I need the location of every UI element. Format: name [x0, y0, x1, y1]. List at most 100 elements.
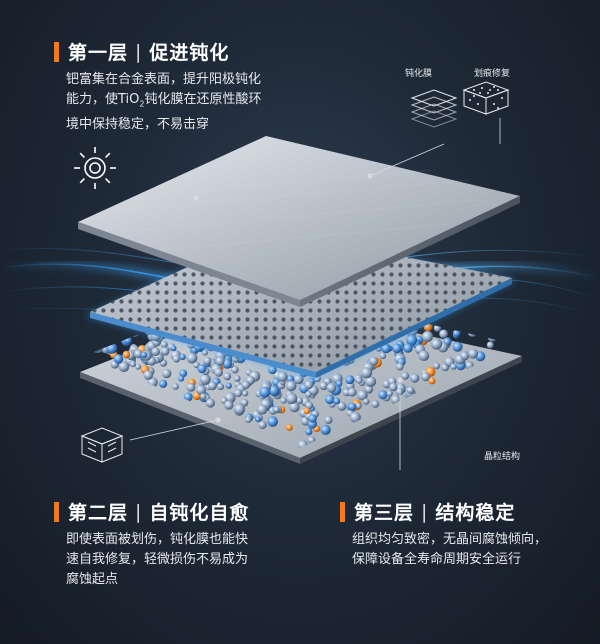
grain-sphere [202, 349, 208, 356]
grain-sphere [277, 371, 288, 382]
grain-sphere [304, 380, 314, 390]
layer3-heading: 第三层 | 结构稳定 [340, 498, 515, 525]
grain-sphere [110, 336, 117, 343]
grain-sphere [396, 362, 404, 371]
grain-sphere [133, 349, 143, 359]
grain-sphere [289, 401, 300, 413]
grain-sphere [222, 358, 233, 369]
grain-sphere [286, 393, 298, 404]
layer3-separator: | [421, 500, 429, 523]
grain-sphere [467, 327, 478, 337]
grain-sphere [305, 391, 312, 398]
layer2-line-3: 腐蚀起点 [66, 572, 119, 587]
grain-sphere [140, 351, 148, 359]
layer2-number: 第二层 [68, 502, 129, 524]
grain-sphere [178, 375, 185, 382]
grain-sphere [267, 416, 279, 427]
grain-sphere [401, 372, 410, 380]
grain-sphere [113, 354, 124, 364]
accent-bar [340, 501, 345, 522]
grain-sphere [233, 375, 241, 382]
grain-sphere [361, 367, 373, 379]
grain-sphere [223, 372, 232, 381]
layer3-description: 组织均匀致密，无晶间腐蚀倾向， 保障设备全寿命周期安全运行 [352, 530, 592, 570]
grain-sphere [196, 385, 207, 395]
layer2-separator: | [135, 500, 143, 523]
grain-sphere [406, 386, 415, 395]
grain-sphere [129, 361, 136, 368]
grain-sphere [118, 361, 130, 373]
grain-sphere [320, 424, 331, 435]
grain-sphere [94, 344, 103, 354]
grain-sphere [286, 424, 293, 431]
grain-sphere [224, 400, 234, 410]
accent-bar [54, 501, 59, 522]
grain-icon-label: 晶粒结构 [484, 452, 521, 462]
grain-sphere [337, 401, 347, 411]
grain-sphere [172, 355, 181, 363]
grain-sphere [356, 377, 363, 384]
grain-sphere [378, 390, 388, 400]
grain-sphere [348, 402, 357, 411]
grain-sphere [258, 420, 267, 430]
grain-sphere [468, 348, 479, 359]
film-icon-label: 钝化膜 [405, 69, 433, 79]
grain-sphere [245, 416, 252, 423]
layer1-line-3: 境中保持稳定，不易击穿 [66, 116, 210, 132]
grain-sphere [431, 338, 443, 350]
layer1-subscript: 2 [139, 99, 145, 109]
grain-sphere [363, 398, 370, 405]
layer1-line-1: 钯富集在合金表面，提升阳极钝化 [66, 72, 262, 87]
layer1-line-2: 能力，使TiO2钝化膜在还原性酸环 [66, 90, 286, 115]
layer1-title: 促进钝化 [149, 42, 230, 64]
grain-sphere [296, 397, 303, 405]
grain-sphere [303, 407, 311, 415]
grain-sphere [205, 398, 215, 408]
grain-sphere [486, 341, 494, 349]
grain-sphere [225, 382, 232, 389]
grain-sphere [305, 401, 314, 410]
grain-sphere [255, 416, 261, 423]
grain-sphere [143, 370, 154, 380]
grain-sphere [293, 374, 304, 385]
grain-sphere [349, 411, 361, 423]
layer1-heading: 第一层 | 促进钝化 [54, 38, 229, 65]
grain-sphere [326, 382, 337, 393]
grain-sphere [379, 352, 387, 360]
grain-sphere [381, 343, 391, 354]
grain-sphere [305, 428, 313, 436]
grain-sphere [179, 369, 188, 378]
layer1-line-2a: 能力，使TiO [66, 92, 140, 107]
grain-sphere [179, 353, 186, 361]
grain-sphere [91, 341, 102, 352]
grain-sphere [436, 319, 445, 327]
grain-sphere [487, 332, 498, 342]
scratch-repair-icon [462, 81, 510, 115]
grain-sphere [257, 404, 268, 415]
grain-sphere [273, 406, 280, 413]
grain-sphere [418, 350, 430, 362]
layer1-line-2b: 钝化膜在还原性酸环 [144, 92, 262, 107]
grain-sphere [280, 397, 287, 404]
grain-sphere [183, 392, 193, 402]
layer2-title: 自钝化自愈 [149, 502, 250, 524]
grain-sphere [308, 414, 317, 423]
grain-sphere [106, 342, 118, 354]
grain-sphere [160, 347, 170, 356]
grain-sphere [355, 402, 362, 409]
layer1-separator: | [135, 40, 143, 63]
leader-lines [129, 118, 501, 470]
grain-sphere [460, 351, 470, 361]
sun-icon [74, 147, 116, 189]
grain-sphere [345, 375, 355, 385]
grain-sphere [231, 365, 239, 374]
grain-sphere [410, 373, 420, 383]
layer3-title: 结构稳定 [435, 502, 516, 524]
grain-sphere [199, 373, 211, 385]
grain-sphere [172, 383, 180, 390]
grain-sphere [242, 390, 249, 397]
grain-sphere [160, 341, 168, 348]
grain-sphere [403, 343, 413, 353]
